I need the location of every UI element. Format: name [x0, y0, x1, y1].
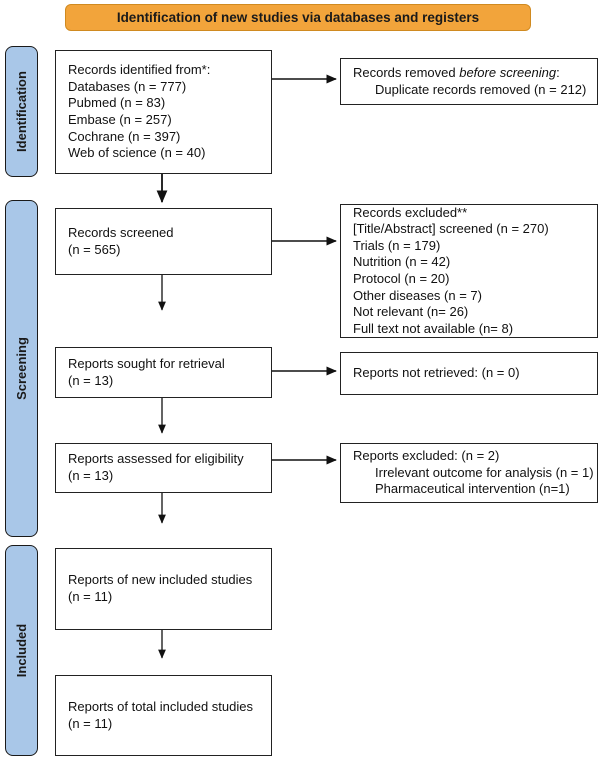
- text-line: Records excluded**: [353, 204, 468, 220]
- text-line: Records screened: [68, 224, 174, 240]
- text-line: Pubmed (n = 83): [68, 95, 166, 111]
- title-banner-label: Identification of new studies via databa…: [116, 10, 480, 25]
- text-line: (n = 11): [68, 589, 113, 604]
- stage-label-included: Included: [14, 623, 30, 678]
- box-records-screened: Records screened(n = 565): [55, 208, 272, 275]
- stage-bar-identification: Identification: [5, 46, 38, 177]
- text-line: Databases (n = 777): [68, 78, 187, 94]
- text-line: Cochrane (n = 397): [68, 128, 181, 144]
- text-line: (n = 11): [68, 715, 113, 731]
- text-line: Reports of new included studies: [68, 572, 253, 588]
- text-line: Reports sought for retrieval: [68, 355, 225, 371]
- text-line: Not relevant (n= 26): [353, 304, 469, 320]
- text-line: Reports not retrieved: (n = 0): [353, 365, 520, 381]
- stage-label-screening: Screening: [14, 337, 30, 400]
- stage-label-identification: Identification: [14, 71, 30, 152]
- title-banner: Identification of new studies via databa…: [65, 4, 531, 31]
- text-line: Records identified from*:: [68, 62, 211, 78]
- text-line: Full text not available (n= 8): [353, 320, 514, 336]
- text-line: Web of science (n = 40): [68, 145, 206, 161]
- stage-bar-included: Included: [5, 545, 38, 756]
- text-line: Duplicate records removed (n = 212): [375, 81, 587, 97]
- box-reports-of-new-included-studies: Reports of new included studies(n = 11): [55, 548, 272, 630]
- text-line: Embase (n = 257): [68, 112, 172, 127]
- text-line: (n = 13): [68, 372, 114, 388]
- text-line: Protocol (n = 20): [353, 271, 450, 286]
- text-line: Pharmaceutical intervention (n=1): [375, 481, 570, 497]
- text-line: [Title/Abstract] screened (n = 270): [353, 221, 549, 237]
- text-line: Reports assessed for eligibility: [68, 451, 244, 467]
- text-line: (n = 565): [68, 241, 121, 257]
- text-line: Other diseases (n = 7): [353, 287, 482, 303]
- stage-bar-screening: Screening: [5, 200, 38, 537]
- box-records-excluded: Records excluded**[Title/Abstract] scree…: [340, 204, 598, 338]
- box-records-removed-before-screening: Records removed before screening: Duplic…: [340, 58, 598, 105]
- box-reports-excluded: Reports excluded: (n = 2) Irrelevant out…: [340, 443, 598, 503]
- box-reports-of-total-included-studies: Reports of total included studies(n = 11…: [55, 675, 272, 756]
- text-line: Reports of total included studies: [68, 698, 253, 714]
- box-records-identified: Records identified from*:Databases (n = …: [55, 50, 272, 174]
- text-line: Nutrition (n = 42): [353, 254, 451, 270]
- box-reports-assessed-for-eligibility: Reports assessed for eligibility(n = 13): [55, 443, 272, 493]
- box-reports-sought-for-retrieval: Reports sought for retrieval(n = 13): [55, 347, 272, 398]
- text-line: Reports excluded: (n = 2): [353, 448, 500, 464]
- text-line: Irrelevant outcome for analysis (n = 1): [375, 464, 594, 480]
- text-line: Records removed before screening:: [353, 64, 560, 80]
- text-line: Trials (n = 179): [353, 237, 441, 253]
- box-reports-not-retrieved: Reports not retrieved: (n = 0): [340, 352, 598, 395]
- text-line: (n = 13): [68, 468, 114, 483]
